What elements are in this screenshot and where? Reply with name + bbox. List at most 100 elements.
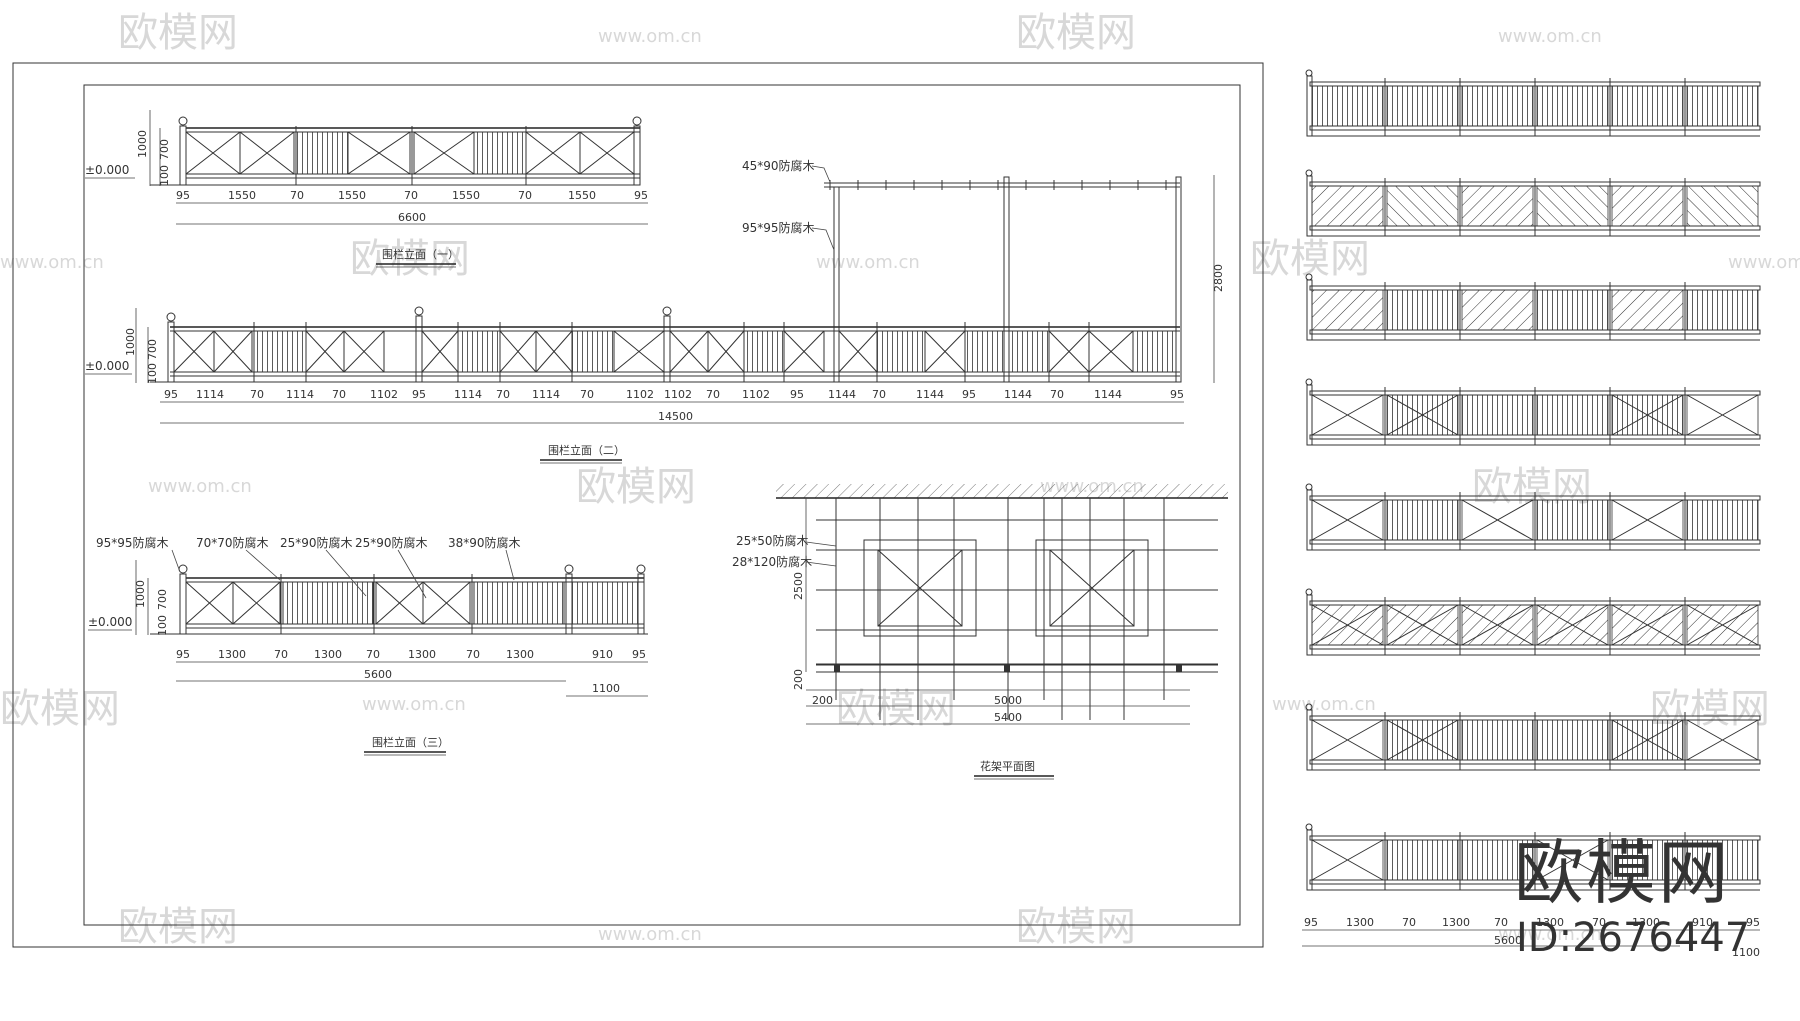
elev2-span: 95 bbox=[790, 388, 804, 401]
elev2-panels bbox=[173, 322, 1177, 382]
x-brace-panel bbox=[173, 330, 215, 373]
watermark-brand: 欧模网 bbox=[118, 904, 238, 950]
elev3-label-25x90a: 25*90防腐木 bbox=[280, 535, 353, 550]
plan-label-25x50: 25*50防腐木 bbox=[736, 533, 809, 548]
x-brace-panel bbox=[838, 330, 878, 373]
plan-hdim-200: 200 bbox=[812, 694, 833, 707]
fence-thumbnail bbox=[1305, 273, 1761, 341]
elev2-span: 70 bbox=[250, 388, 264, 401]
elev3-span: 70 bbox=[274, 648, 288, 661]
slat-panel bbox=[1008, 330, 1050, 373]
elev2-vdim-100: 100 bbox=[146, 363, 159, 384]
elev2-span: 1114 bbox=[532, 388, 560, 401]
x-brace-panel bbox=[1088, 330, 1134, 373]
elev2-span: 1102 bbox=[742, 388, 770, 401]
elev3-label-38x90: 38*90防腐木 bbox=[448, 535, 521, 550]
elev2-span: 1144 bbox=[828, 388, 856, 401]
x-brace-panel bbox=[669, 330, 709, 373]
fence-elevation-3: 95*95防腐木 70*70防腐木 25*90防腐木 25*90防腐木 38*9… bbox=[88, 535, 648, 756]
pergola-beam-label: 45*90防腐木 bbox=[742, 158, 815, 173]
x-brace-panel bbox=[1048, 330, 1090, 373]
watermark-site: www.om.cn bbox=[598, 924, 702, 945]
x-brace-panel bbox=[421, 330, 459, 373]
elev3-span: 1300 bbox=[408, 648, 436, 661]
elev2-span: 1114 bbox=[286, 388, 314, 401]
watermark-brand: 欧模网 bbox=[836, 686, 956, 732]
x-brace-panel bbox=[535, 330, 573, 373]
elev1-span: 95 bbox=[634, 189, 648, 202]
elev2-total: 14500 bbox=[658, 410, 693, 423]
elev3-total: 5600 bbox=[364, 668, 392, 681]
brand-logo: 欧模网 bbox=[1514, 832, 1730, 914]
elev2-span: 1102 bbox=[626, 388, 654, 401]
elev3-span: 95 bbox=[632, 648, 646, 661]
elev2-span: 1144 bbox=[1094, 388, 1122, 401]
watermark-site: www.om.cn bbox=[1272, 694, 1376, 715]
outer-frame bbox=[12, 62, 1264, 948]
elev2-span: 70 bbox=[580, 388, 594, 401]
elev3-vdim-1000: 1000 bbox=[134, 580, 147, 608]
watermark-brand: 欧模网 bbox=[118, 10, 238, 56]
elev2-vdim-1000: 1000 bbox=[124, 328, 137, 356]
pergola-post-label: 95*95防腐木 bbox=[742, 220, 815, 235]
watermark-brand: 欧模网 bbox=[1250, 236, 1370, 282]
fence-thumbnail bbox=[1305, 69, 1761, 137]
elev2-title: 围栏立面（二） bbox=[548, 443, 625, 457]
thumb-span: 70 bbox=[1402, 916, 1416, 929]
elev2-span: 95 bbox=[412, 388, 426, 401]
fence-elevation-1: 1000 700 100 ±0.000 95 1550 70 1550 70 1… bbox=[85, 110, 648, 268]
slat-panel bbox=[1132, 330, 1177, 373]
elev2-span: 95 bbox=[1170, 388, 1184, 401]
elev3-vdim-100: 100 bbox=[156, 615, 169, 636]
slat-panel bbox=[571, 330, 615, 373]
watermark-site: www.om.cn bbox=[598, 26, 702, 47]
x-brace-panel bbox=[783, 330, 825, 373]
watermark-brand: 欧模网 bbox=[1016, 904, 1136, 950]
elev3-span: 910 bbox=[592, 648, 613, 661]
thumb-span: 70 bbox=[1494, 916, 1508, 929]
fence-thumbnail bbox=[1305, 378, 1761, 446]
elev2-level: ±0.000 bbox=[85, 359, 129, 373]
slat-panel bbox=[964, 330, 1005, 373]
elev3-label-25x90b: 25*90防腐木 bbox=[355, 535, 428, 550]
elev1-span: 1550 bbox=[338, 189, 366, 202]
inner-frame bbox=[83, 84, 1241, 926]
x-brace-panel bbox=[305, 330, 345, 373]
elev1-vdim-100: 100 bbox=[158, 165, 171, 186]
thumb-span: 910 bbox=[1692, 916, 1713, 929]
x-brace-panel bbox=[924, 330, 966, 373]
fence-thumbnail bbox=[1305, 823, 1761, 891]
elev3-vdim-700: 700 bbox=[156, 589, 169, 610]
elev1-span: 95 bbox=[176, 189, 190, 202]
plan-label-28x120: 28*120防腐木 bbox=[732, 554, 812, 569]
watermark-site: www.om.cn bbox=[1498, 26, 1602, 47]
pergola-height-dim: 2800 bbox=[1212, 264, 1225, 292]
plan-vdim-2500: 2500 bbox=[792, 572, 805, 600]
elev3-span: 1300 bbox=[314, 648, 342, 661]
elev2-span: 1144 bbox=[1004, 388, 1032, 401]
elev1-vdim-1000: 1000 bbox=[136, 130, 149, 158]
x-brace-panel bbox=[343, 330, 385, 373]
elev2-span: 1114 bbox=[196, 388, 224, 401]
watermark-site: www.om.cn bbox=[1728, 252, 1800, 273]
slat-panel bbox=[253, 330, 307, 373]
elev1-span: 1550 bbox=[568, 189, 596, 202]
x-brace-panel bbox=[499, 330, 537, 373]
elev2-span: 70 bbox=[332, 388, 346, 401]
elev3-span-dims: 95 1300 70 1300 70 1300 70 1300 910 95 bbox=[176, 648, 646, 661]
elev2-span: 1102 bbox=[664, 388, 692, 401]
elev1-span: 70 bbox=[290, 189, 304, 202]
elev2-span: 70 bbox=[496, 388, 510, 401]
watermark-site: www.om.cn bbox=[0, 252, 104, 273]
elev2-span: 70 bbox=[1050, 388, 1064, 401]
slat-panel bbox=[743, 330, 785, 373]
elev3-span: 1300 bbox=[218, 648, 246, 661]
thumb-sub-total: 1100 bbox=[1732, 946, 1760, 959]
elev2-span: 1144 bbox=[916, 388, 944, 401]
watermark-brand: 欧模网 bbox=[576, 464, 696, 510]
elev2-span: 95 bbox=[962, 388, 976, 401]
x-brace-panel bbox=[707, 330, 745, 373]
elev1-title: 围栏立面（一） bbox=[382, 247, 459, 261]
elev1-span: 1550 bbox=[228, 189, 256, 202]
